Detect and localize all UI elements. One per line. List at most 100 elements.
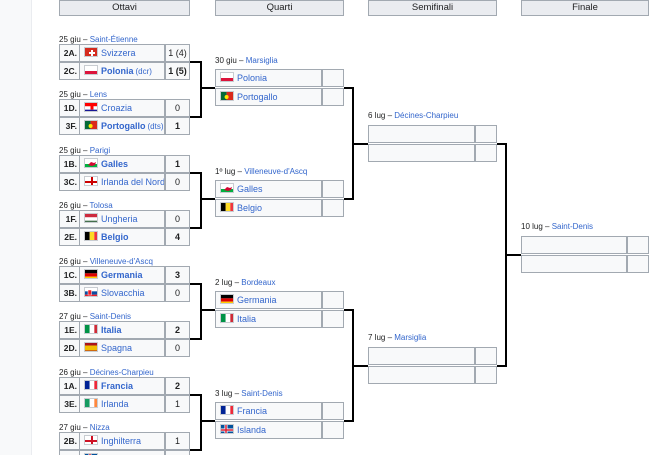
sf-team-row xyxy=(368,366,497,384)
team-seed: 1D. xyxy=(59,99,79,117)
team-cell: Svizzera xyxy=(79,44,165,62)
r16-match-4-venue-link[interactable]: Tolosa xyxy=(89,201,113,210)
team-cell: Galles xyxy=(79,155,165,173)
team-link-slovacchia[interactable]: Slovacchia xyxy=(101,288,145,298)
qf-team-row: Italia xyxy=(215,310,344,328)
team-score: 1 (4) xyxy=(165,44,190,62)
team-score: 4 xyxy=(165,228,190,246)
r16-match-1-date-venue: 25 giu – Saint-Étienne xyxy=(59,35,138,45)
connector-line xyxy=(344,420,354,422)
team-cell: Portogallo xyxy=(215,88,322,106)
team-link-germania[interactable]: Germania xyxy=(237,295,277,305)
team-seed: 1B. xyxy=(59,155,79,173)
team-score xyxy=(475,144,497,162)
team-link-galles[interactable]: Galles xyxy=(237,184,263,194)
team-score xyxy=(322,180,344,198)
r16-match-3-venue-link[interactable]: Parigi xyxy=(89,146,111,155)
r16-match-4-date: 26 giu xyxy=(59,201,81,210)
qf-match-2-date: 1º lug xyxy=(215,167,236,176)
team-seed: 3E. xyxy=(59,395,79,413)
r16-match-1-venue-link[interactable]: Saint-Étienne xyxy=(89,35,138,44)
sf-team-row xyxy=(368,347,497,365)
team-link-spagna[interactable]: Spagna xyxy=(101,343,133,353)
team-score: 0 xyxy=(165,284,190,302)
team-link-francia[interactable]: Francia xyxy=(237,406,268,416)
team-cell: Italia xyxy=(79,321,165,339)
team-seed: 3B. xyxy=(59,284,79,302)
team-link-svizzera[interactable]: Svizzera xyxy=(101,48,136,58)
team-cell: Germania xyxy=(215,291,322,309)
r16-match-6-date-venue: 27 giu – Saint-Denis xyxy=(59,312,131,322)
team-link-italia[interactable]: Italia xyxy=(237,314,257,324)
qf-match-3-venue-link[interactable]: Bordeaux xyxy=(241,278,276,287)
flag-fra-icon xyxy=(84,380,98,390)
r16-match-6-venue-link[interactable]: Saint-Denis xyxy=(89,312,132,321)
team-score xyxy=(322,88,344,106)
connector-line xyxy=(344,309,354,311)
team-seed: 2B. xyxy=(59,432,79,450)
team-link-irlanda-del-nord[interactable]: Irlanda del Nord xyxy=(101,177,165,187)
r16-match-5-date: 26 giu xyxy=(59,257,81,266)
team-link-germania[interactable]: Germania xyxy=(101,270,143,280)
team-link-inghilterra[interactable]: Inghilterra xyxy=(101,436,142,446)
sf-match-2-separator: – xyxy=(385,333,395,342)
team-link-portogallo[interactable]: Portogallo xyxy=(101,121,146,131)
team-link-belgio[interactable]: Belgio xyxy=(237,203,263,213)
team-link-francia[interactable]: Francia xyxy=(101,381,134,391)
qf-match-4-date: 3 lug xyxy=(215,389,233,398)
sf-match-1-venue-link[interactable]: Décines-Charpieu xyxy=(394,111,459,120)
team-link-ungheria[interactable]: Ungheria xyxy=(101,214,138,224)
r16-match-5-venue-link[interactable]: Villeneuve-d'Ascq xyxy=(89,257,153,266)
team-score: 1 xyxy=(165,117,190,135)
flag-sui-icon xyxy=(84,47,98,57)
flag-fra-icon xyxy=(220,405,234,415)
result-note-link[interactable]: (dcr) xyxy=(135,67,152,76)
sf-team-row xyxy=(368,125,497,143)
connector-line xyxy=(190,116,202,118)
r16-match-2-venue-link[interactable]: Lens xyxy=(89,90,108,99)
team-link-irlanda[interactable]: Irlanda xyxy=(101,399,129,409)
team-link-belgio[interactable]: Belgio xyxy=(101,232,129,242)
team-link-islanda[interactable]: Islanda xyxy=(237,425,267,435)
sf-team-row xyxy=(368,144,497,162)
qf-team-row: Germania xyxy=(215,291,344,309)
r16-match-2-separator: – xyxy=(80,90,90,99)
team-cell: Belgio xyxy=(79,228,165,246)
r16-match-8-separator: – xyxy=(80,423,90,432)
r16-match-4-date-venue: 26 giu – Tolosa xyxy=(59,201,113,211)
flag-por-icon xyxy=(84,120,98,130)
team-seed: 3C. xyxy=(59,173,79,191)
qf-match-4-venue-link[interactable]: Saint-Denis xyxy=(241,389,283,398)
team-cell: Italia xyxy=(215,310,322,328)
flag-bel-icon xyxy=(84,231,98,241)
connector-line xyxy=(200,420,215,422)
qf-match-2-venue-link[interactable]: Villeneuve-d'Ascq xyxy=(244,167,308,176)
r16-match-8-venue-link[interactable]: Nizza xyxy=(89,423,110,432)
flag-ger-icon xyxy=(84,269,98,279)
flag-ger-icon xyxy=(220,294,234,304)
team-score: 2 xyxy=(165,450,190,455)
team-link-polonia[interactable]: Polonia xyxy=(237,73,268,83)
connector-line xyxy=(200,61,202,118)
final-match-venue-link[interactable]: Saint-Denis xyxy=(551,222,594,231)
team-link-galles[interactable]: Galles xyxy=(101,159,129,169)
r16-match-7-date-venue: 26 giu – Décines-Charpieu xyxy=(59,368,154,378)
qf-match-3-date-venue: 2 lug – Bordeaux xyxy=(215,278,276,288)
team-link-croazia[interactable]: Croazia xyxy=(101,103,133,113)
qf-match-1-venue-link[interactable]: Marsiglia xyxy=(245,56,278,65)
team-link-italia[interactable]: Italia xyxy=(101,325,122,335)
connector-line xyxy=(190,61,202,63)
result-note-link[interactable]: (dts) xyxy=(147,122,164,131)
r16-match-7-venue-link[interactable]: Décines-Charpieu xyxy=(89,368,154,377)
team-cell: Inghilterra xyxy=(79,432,165,450)
team-score: 1 xyxy=(165,432,190,450)
team-link-polonia[interactable]: Polonia xyxy=(101,66,134,76)
connector-line xyxy=(352,365,368,367)
sf-match-2-venue-link[interactable]: Marsiglia xyxy=(394,333,427,342)
team-link-portogallo[interactable]: Portogallo xyxy=(237,92,278,102)
connector-line xyxy=(505,254,521,256)
